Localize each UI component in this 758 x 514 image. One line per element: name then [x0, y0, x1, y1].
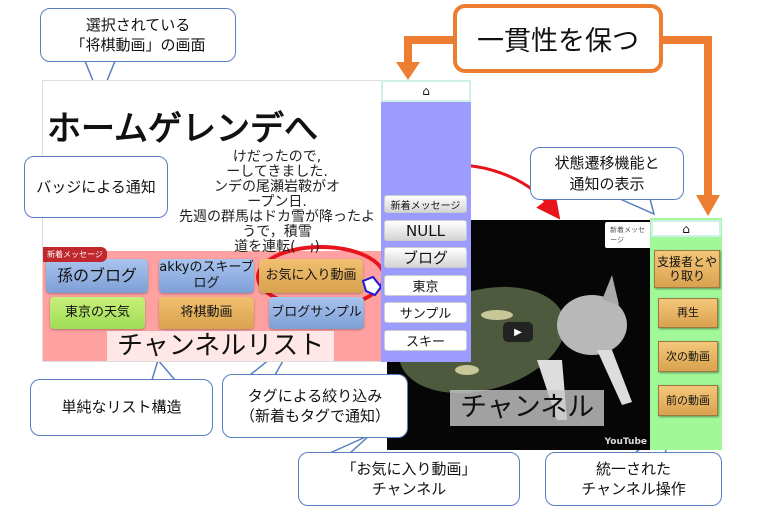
- tag-sidebar: ⌂ 新着メッセージ NULL ブログ 東京 サンプル スキー: [381, 80, 471, 362]
- channel-tokyo-weather[interactable]: 東京の天気: [50, 297, 145, 329]
- home-button[interactable]: ⌂: [651, 220, 721, 237]
- channel-label: チャンネル: [450, 390, 605, 426]
- channel-list: 孫のブログ akkyのスキーブログ お気に入り動画 東京の天気 将棋動画 ブログ…: [43, 251, 381, 361]
- next-video-button[interactable]: 次の動画: [658, 341, 718, 372]
- consistency-callout: 一貫性を保つ: [453, 4, 663, 73]
- home-icon: ⌂: [422, 84, 430, 98]
- list-structure-callout: 単純なリスト構造: [30, 379, 213, 436]
- channel-favorite-videos[interactable]: お気に入り動画: [259, 259, 363, 293]
- prev-video-button[interactable]: 前の動画: [658, 385, 718, 416]
- selected-screen-callout: 選択されている 「将棋動画」の画面: [40, 8, 236, 62]
- youtube-logo: YouTube: [604, 437, 647, 447]
- play-button[interactable]: 再生: [658, 298, 718, 328]
- tag-ski[interactable]: スキー: [384, 330, 467, 351]
- video-new-message-badge: 新着メッセージ: [605, 222, 651, 248]
- tag-filter-callout: タグによる絞り込み （新着もタグで通知）: [222, 374, 408, 438]
- tag-new-message[interactable]: 新着メッセージ: [384, 195, 467, 213]
- channel-shogi-videos[interactable]: 将棋動画: [159, 297, 254, 329]
- play-icon[interactable]: ▶: [503, 322, 533, 342]
- blog-text: けだったので, ーしてきました. ンデの尾瀬岩鞍がオ ープン日. 先週の群馬はド…: [173, 150, 381, 255]
- unified-controls-callout: 統一された チャンネル操作: [545, 452, 722, 506]
- pointing-hand-icon: [361, 275, 381, 297]
- channel-blog-sample[interactable]: ブログサンプル: [269, 297, 364, 329]
- new-message-badge: 新着メッセージ: [43, 247, 107, 262]
- state-transition-callout: 状態遷移機能と 通知の表示: [530, 147, 684, 200]
- channel-grandchild-blog[interactable]: 孫のブログ: [46, 259, 148, 293]
- favorite-channel-callout: 「お気に入り動画」 チャンネル: [298, 452, 520, 506]
- tag-tokyo[interactable]: 東京: [384, 275, 467, 296]
- badge-callout: バッジによる通知: [24, 156, 168, 218]
- supporter-button[interactable]: 支援者とやり取り: [654, 250, 720, 288]
- blog-line: ンデの尾瀬岩鞍がオ: [214, 179, 340, 195]
- channel-controls-sidebar: ⌂ 支援者とやり取り 再生 次の動画 前の動画: [650, 218, 722, 450]
- blog-line: けだったので,: [232, 149, 322, 165]
- channel-list-label: チャンネルリスト: [107, 331, 335, 361]
- home-icon: ⌂: [682, 221, 690, 236]
- tag-blog[interactable]: ブログ: [384, 247, 467, 268]
- blog-line: 道を連転( ;): [234, 239, 320, 255]
- blog-line: ーしてきました.: [226, 164, 328, 180]
- blog-line: 先週の群馬はドカ雪が降ったようで，積雪: [179, 209, 375, 240]
- home-title: ホームゲレンデへ: [47, 109, 318, 149]
- home-screen: ホームゲレンデへ けだったので, ーしてきました. ンデの尾瀬岩鞍がオ ープン日…: [42, 80, 382, 362]
- tag-null[interactable]: NULL: [384, 220, 467, 241]
- channel-akky-ski-blog[interactable]: akkyのスキーブログ: [159, 259, 254, 293]
- tag-sample[interactable]: サンプル: [384, 302, 467, 323]
- home-button[interactable]: ⌂: [381, 80, 471, 102]
- blog-line: ープン日.: [247, 194, 307, 210]
